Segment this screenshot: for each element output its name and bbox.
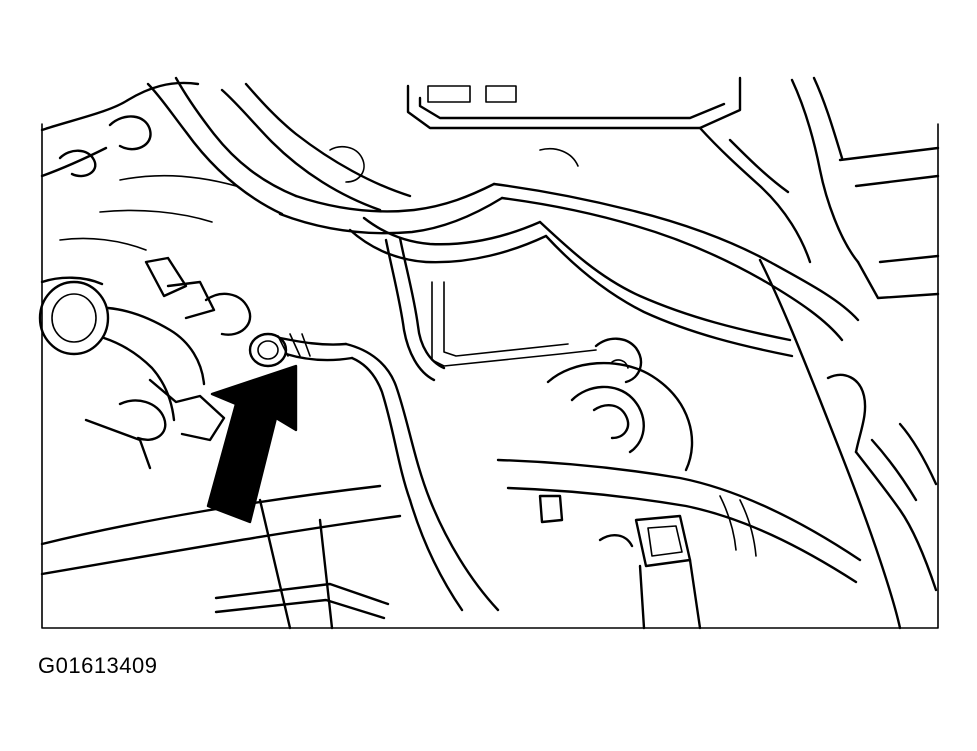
center-bowl-component [546, 361, 694, 472]
arrow-pointer-icon [206, 364, 298, 524]
top-left-housing [40, 81, 200, 178]
sensor-connector [144, 256, 288, 368]
coolant-sensor-wire [431, 281, 643, 384]
right-hose-bundle [758, 258, 938, 630]
lower-connectors [538, 494, 702, 630]
main-wire-harness [492, 182, 860, 358]
misc-details [59, 145, 579, 251]
right-side-components [698, 76, 940, 300]
frame-outline [41, 123, 939, 629]
lower-hose-pipe [496, 458, 862, 584]
top-right-box [406, 76, 742, 130]
bypass-hose [277, 333, 354, 362]
left-thermostat-housing [38, 276, 226, 470]
center-large-hose [344, 236, 500, 612]
figure-id-label: G01613409 [38, 653, 158, 678]
lower-left-bracket [40, 484, 402, 630]
upper-hoses [146, 76, 548, 264]
